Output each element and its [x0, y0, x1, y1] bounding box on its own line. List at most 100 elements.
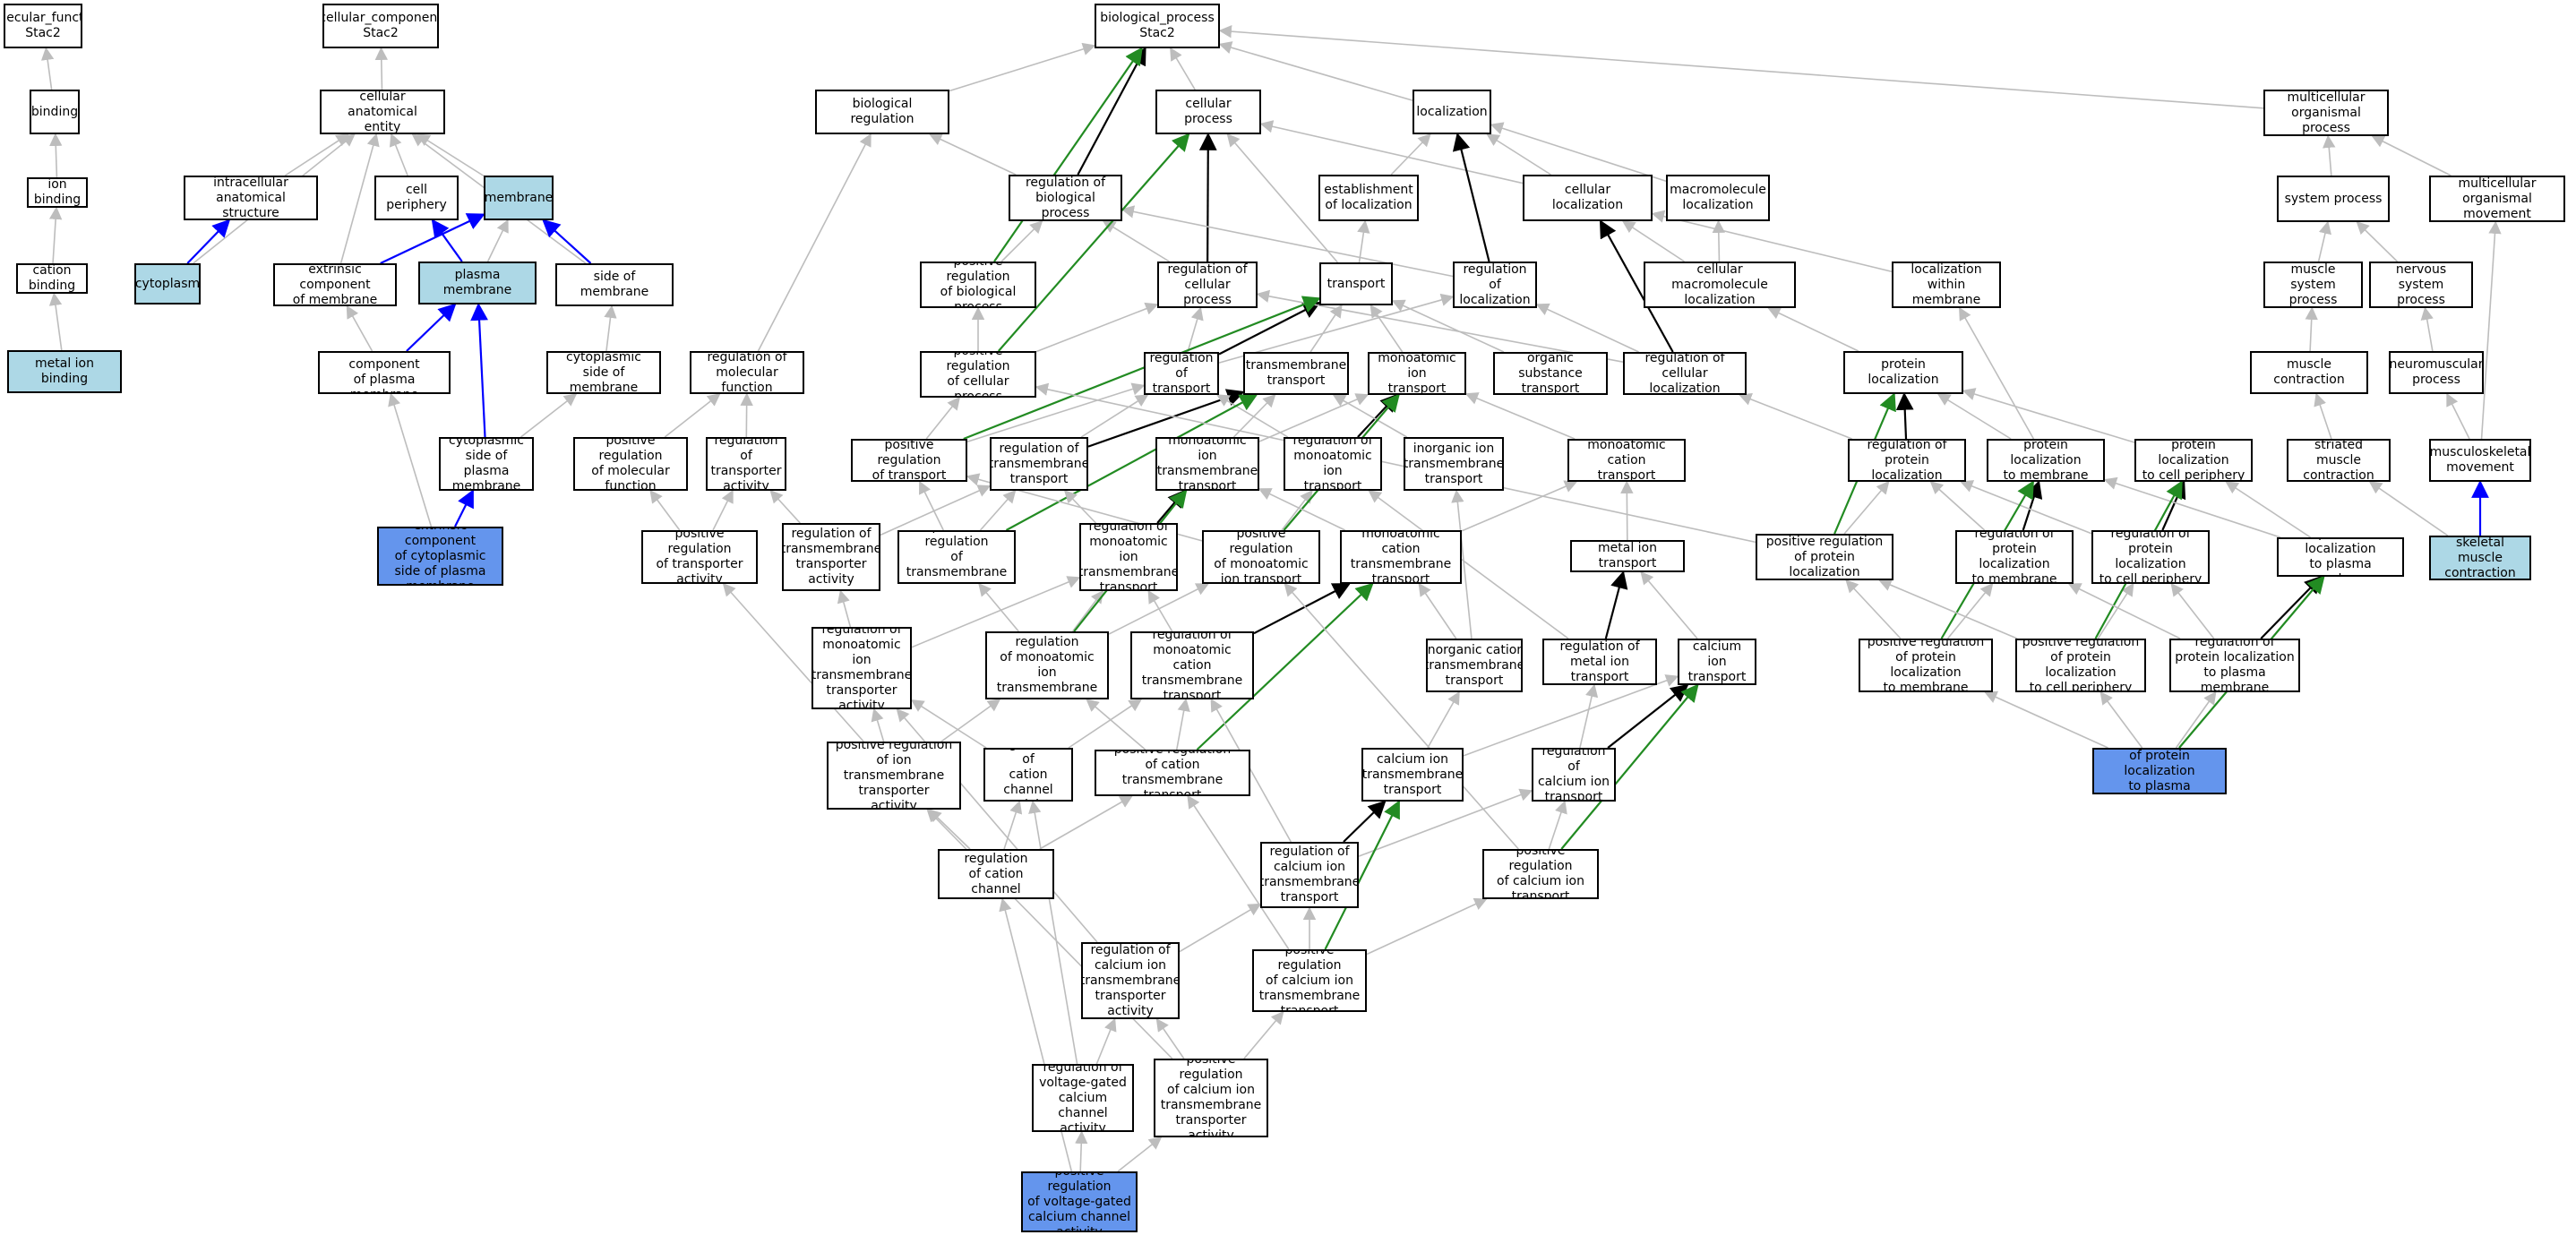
node-mf-root[interactable]: molecular_function Stac2	[4, 4, 82, 48]
node-metal-ion-transport[interactable]: metal ion transport	[1570, 540, 1685, 572]
node-reg-protein-loc-to-cell-periph[interactable]: regulation of protein localization to ce…	[2091, 530, 2210, 584]
node-organic-subst-transport[interactable]: organic substance transport	[1493, 352, 1608, 395]
edge-regulates	[1343, 800, 1387, 843]
node-reg-protein-loc-to-mem[interactable]: regulation of protein localization to me…	[1955, 530, 2074, 584]
node-pos-reg-calcium-ion-transport[interactable]: positive regulation of calcium ion trans…	[1482, 849, 1599, 899]
node-pos-reg-calcium-ion-tm-transport[interactable]: positive regulation of calcium ion trans…	[1252, 949, 1367, 1012]
node-reg-cell-loc[interactable]: regulation of cellular localization	[1623, 352, 1747, 395]
node-system-process[interactable]: system process	[2277, 176, 2390, 222]
node-pos-reg-cell-proc[interactable]: positive regulation of cellular process	[920, 351, 1036, 398]
node-pos-reg-monoatomic-ion-transport[interactable]: positive regulation of monoatomic ion tr…	[1202, 530, 1320, 584]
node-cellular-process[interactable]: cellular process	[1155, 90, 1261, 134]
node-pos-reg-transporter-act[interactable]: positive regulation of transporter activ…	[641, 530, 758, 584]
node-cell-loc[interactable]: cellular localization	[1523, 175, 1653, 221]
node-bp-root[interactable]: biological_process Stac2	[1095, 4, 1220, 48]
node-reg-monoatomic-ion-transport[interactable]: regulation of monoatomic ion transport	[1284, 437, 1382, 491]
node-loc-within-mem[interactable]: localization within membrane	[1892, 262, 2001, 308]
node-reg-monoatomic-ion-tm-transport[interactable]: regulation of monoatomic ion transmembra…	[1079, 523, 1178, 591]
node-ion-binding[interactable]: ion binding	[27, 177, 88, 208]
node-muscle-sys-proc[interactable]: muscle system process	[2263, 262, 2363, 308]
edge-is-a	[1218, 24, 2264, 109]
node-reg-protein-loc[interactable]: regulation of protein localization	[1848, 439, 1966, 482]
node-monoatomic-cation-tm-transport[interactable]: monoatomic cation transmembrane transpor…	[1340, 530, 1462, 584]
node-pos-reg-protein-loc-to-cell-periph[interactable]: positive regulation of protein localizat…	[2015, 639, 2146, 692]
node-nervous-sys-proc[interactable]: nervous system process	[2369, 262, 2473, 308]
node-multicell-movement[interactable]: multicellular organismal movement	[2429, 176, 2565, 222]
node-localization[interactable]: localization	[1413, 90, 1491, 134]
node-ext-comp-pm[interactable]: extrinsic component of plasma membrane	[318, 351, 451, 394]
node-pos-reg-transport[interactable]: positive regulation of transport	[851, 439, 967, 482]
node-monoatomic-cation-transport[interactable]: monoatomic cation transport	[1567, 439, 1686, 482]
node-pos-reg-monoatomic-ion-tm-transport[interactable]: positive regulation of monoatomic ion tr…	[985, 631, 1109, 699]
node-protein-loc[interactable]: protein localization	[1843, 351, 1963, 394]
node-cytoplasm[interactable]: cytoplasm	[134, 263, 201, 304]
node-membrane[interactable]: membrane	[484, 176, 554, 220]
node-protein-loc-to-cell-periph[interactable]: protein localization to cell periphery	[2134, 439, 2253, 482]
edge-is-a	[1210, 698, 1292, 843]
node-reg-mol-func[interactable]: regulation of molecular function	[690, 351, 804, 394]
node-monoatomic-ion-transport[interactable]: monoatomic ion transport	[1368, 352, 1466, 395]
node-est-loc[interactable]: establishment of localization	[1318, 175, 1419, 221]
node-neuromuscular-proc[interactable]: neuromuscular process	[2389, 351, 2484, 394]
node-reg-vg-calcium-channel-act[interactable]: regulation of voltage-gated calcium chan…	[1032, 1064, 1134, 1132]
node-pos-reg-cation-channel-act[interactable]: positive regulation of cation channel ac…	[938, 849, 1054, 899]
node-protein-loc-to-mem[interactable]: protein localization to membrane	[1987, 439, 2105, 482]
node-reg-tm-transport[interactable]: regulation of transmembrane transport	[990, 437, 1088, 491]
node-pos-reg-protein-loc[interactable]: positive regulation of protein localizat…	[1756, 534, 1893, 580]
node-cell-anat[interactable]: cellular anatomical entity	[320, 90, 445, 134]
node-tm-transport[interactable]: transmembrane transport	[1243, 352, 1349, 395]
node-transport[interactable]: transport	[1319, 262, 1393, 305]
node-reg-transporter-act[interactable]: regulation of transporter activity	[706, 437, 786, 491]
node-inorganic-ion-tm-transport[interactable]: inorganic ion transmembrane transport	[1404, 437, 1504, 491]
node-pos-reg-cation-tm-transport[interactable]: positive regulation of cation transmembr…	[1095, 750, 1250, 796]
node-muscle-contraction[interactable]: muscle contraction	[2250, 351, 2368, 394]
node-pos-reg-protein-loc-to-mem[interactable]: positive regulation of protein localizat…	[1859, 639, 1993, 692]
node-macromol-loc[interactable]: macromolecule localization	[1666, 175, 1770, 221]
node-calcium-ion-tm-transport[interactable]: calcium ion transmembrane transport	[1361, 748, 1464, 802]
node-reg-cell-proc[interactable]: regulation of cellular process	[1157, 262, 1258, 308]
node-pos-reg-bio-proc[interactable]: positive regulation of biological proces…	[920, 262, 1036, 308]
node-reg-tm-transporter-act[interactable]: regulation of transmembrane transporter …	[782, 523, 880, 591]
node-multicell-proc[interactable]: multicellular organismal process	[2263, 90, 2389, 136]
node-binding[interactable]: binding	[30, 90, 80, 134]
node-reg-metal-ion-transport[interactable]: regulation of metal ion transport	[1542, 639, 1657, 685]
edge-regulates	[1895, 392, 1914, 440]
node-cyto-side-pm[interactable]: cytoplasmic side of plasma membrane	[439, 437, 534, 491]
node-monoatomic-ion-tm-transport[interactable]: monoatomic ion transmembrane transport	[1155, 437, 1259, 491]
node-reg-calcium-ion-transport[interactable]: regulation of calcium ion transport	[1532, 748, 1616, 802]
node-reg-monoatomic-ion-tm-transporter-act[interactable]: regulation of monoatomic ion transmembra…	[811, 627, 912, 709]
node-pos-reg-ion-tm-transporter-act[interactable]: positive regulation of ion transmembrane…	[827, 742, 961, 810]
node-plasma-membrane[interactable]: plasma membrane	[418, 262, 537, 304]
node-cyto-side-mem[interactable]: cytoplasmic side of membrane	[546, 351, 661, 394]
node-pos-reg-mol-func[interactable]: positive regulation of molecular functio…	[573, 437, 688, 491]
node-ext-comp-cyto-side-pm[interactable]: extrinsic component of cytoplasmic side …	[377, 527, 503, 586]
node-pos-reg-protein-loc-to-pm[interactable]: positive regulation of protein localizat…	[2092, 748, 2227, 794]
edge-is-a	[757, 133, 872, 352]
node-bio-reg[interactable]: biological regulation	[815, 90, 949, 134]
node-protein-loc-to-pm[interactable]: protein localization to plasma membrane	[2277, 537, 2404, 577]
node-cc-root[interactable]: cellular_component Stac2	[322, 4, 439, 48]
node-skeletal-muscle-contraction[interactable]: skeletal muscle contraction	[2429, 536, 2531, 580]
node-intracellular[interactable]: intracellular anatomical structure	[184, 176, 318, 220]
node-striated-muscle-contraction[interactable]: striated muscle contraction	[2287, 439, 2391, 482]
node-reg-cation-channel-act[interactable]: regulation of cation channel activity	[983, 748, 1073, 802]
node-cell-macromol-loc[interactable]: cellular macromolecule localization	[1644, 262, 1796, 308]
node-reg-calcium-ion-tm-transport[interactable]: regulation of calcium ion transmembrane …	[1260, 842, 1359, 908]
node-reg-loc[interactable]: regulation of localization	[1453, 262, 1537, 308]
node-reg-protein-loc-to-pm[interactable]: regulation of protein localization to pl…	[2169, 639, 2300, 692]
node-side-of-membrane[interactable]: side of membrane	[555, 263, 674, 306]
node-cation-binding[interactable]: cation binding	[16, 263, 88, 294]
node-ext-comp-mem[interactable]: extrinsic component of membrane	[273, 263, 397, 306]
node-reg-monoatomic-cation-tm-transport[interactable]: regulation of monoatomic cation transmem…	[1130, 631, 1254, 699]
node-cell-periphery[interactable]: cell periphery	[374, 176, 459, 220]
node-metal-ion-binding[interactable]: metal ion binding	[7, 350, 122, 393]
node-inorganic-cation-tm-transport[interactable]: inorganic cation transmembrane transport	[1426, 639, 1523, 692]
node-calcium-ion-transport[interactable]: calcium ion transport	[1678, 639, 1756, 685]
node-pos-reg-calcium-ion-tm-transporter-act[interactable]: positive regulation of calcium ion trans…	[1154, 1059, 1268, 1137]
node-reg-bio-proc[interactable]: regulation of biological process	[1009, 175, 1122, 221]
node-reg-calcium-ion-tm-transporter-act[interactable]: regulation of calcium ion transmembrane …	[1081, 942, 1180, 1019]
node-musculoskeletal-movement[interactable]: musculoskeletal movement	[2429, 439, 2531, 482]
node-pos-reg-tm-transport[interactable]: positive regulation of transmembrane tra…	[897, 530, 1016, 584]
node-pos-reg-vg-calcium-channel-act[interactable]: positive regulation of voltage-gated cal…	[1021, 1171, 1138, 1232]
node-reg-transport[interactable]: regulation of transport	[1144, 352, 1219, 395]
